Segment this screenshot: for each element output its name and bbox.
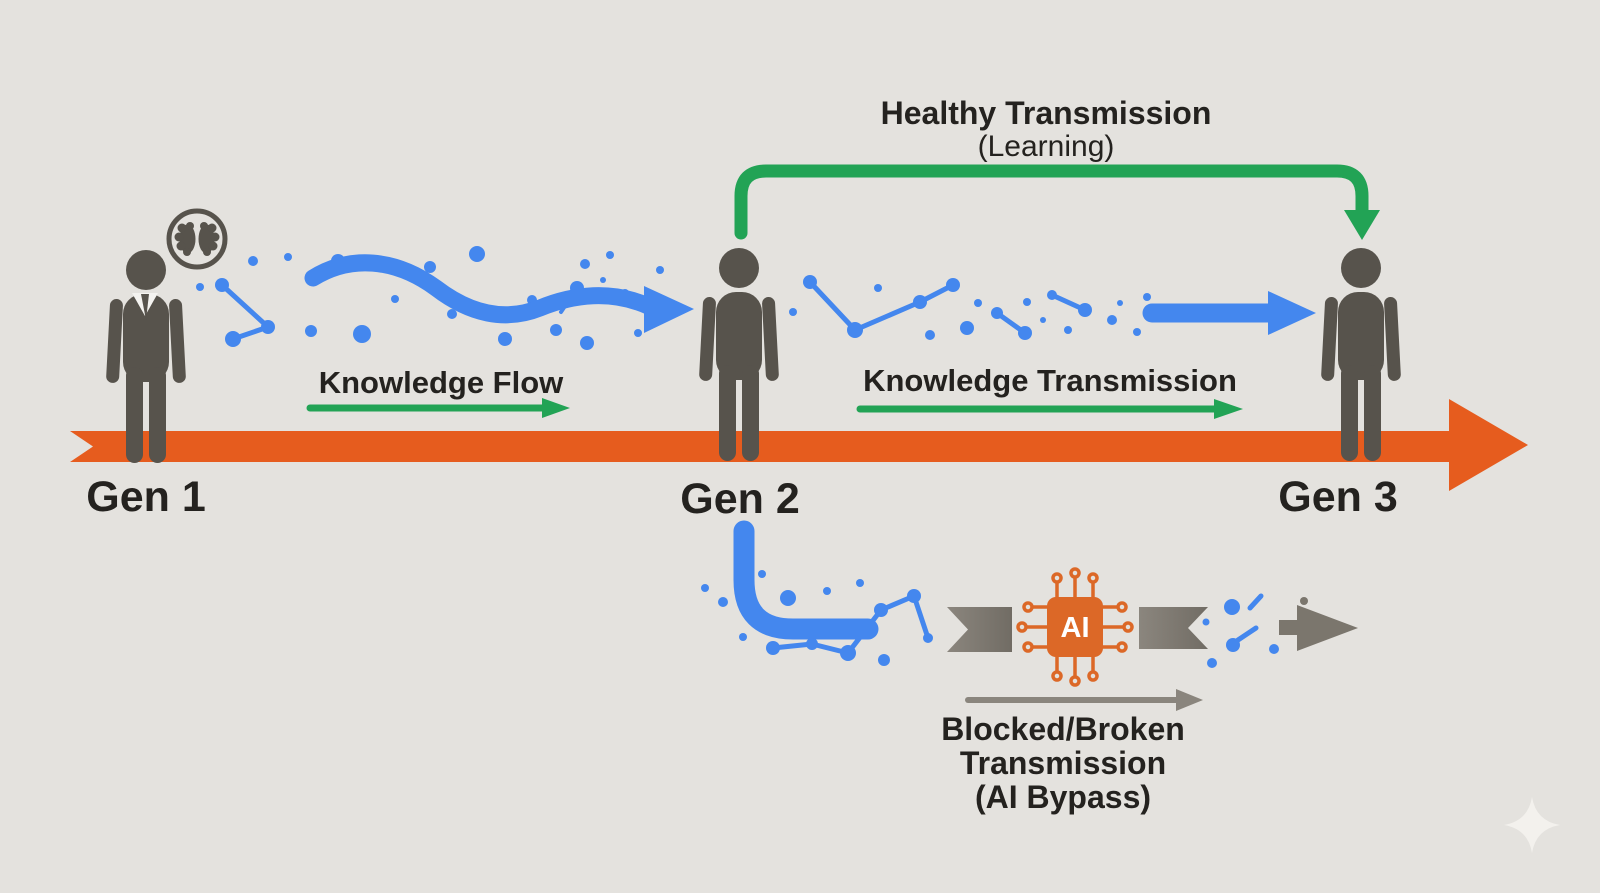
sparkle-icon xyxy=(1504,797,1560,853)
broken-ribbon-right xyxy=(1139,607,1208,649)
healthy-transmission-subtitle: (Learning) xyxy=(978,130,1115,163)
blocked-line1: Blocked/Broken xyxy=(941,711,1185,747)
healthy-transmission-title: Healthy Transmission xyxy=(881,95,1212,131)
knowledge-flow-arrow xyxy=(306,398,570,418)
bypass-pipe-arrow xyxy=(733,520,879,640)
knowledge-transmission-arrow xyxy=(856,399,1243,419)
brain-icon xyxy=(166,208,228,270)
suit-tie xyxy=(141,294,149,320)
blocked-line2: Transmission xyxy=(960,745,1166,781)
gen3-label: Gen 3 xyxy=(1278,473,1398,521)
knowledge-wave-arrowhead xyxy=(644,286,694,333)
knowledge-arrow-gen3 xyxy=(1142,291,1316,335)
blocked-line3: (AI Bypass) xyxy=(975,779,1151,815)
gen1-label: Gen 1 xyxy=(86,473,206,521)
broken-ribbon-left xyxy=(947,607,1012,652)
healthy-transmission-arrowhead xyxy=(1344,210,1380,240)
blocked-transmission-arrow xyxy=(965,689,1203,711)
knowledge-transmission-label: Knowledge Transmission xyxy=(863,363,1237,398)
healthy-transmission-arrow xyxy=(734,164,1380,240)
broken-arrow xyxy=(1279,605,1358,651)
knowledge-flow-label: Knowledge Flow xyxy=(319,365,564,400)
knowledge-particles-gen2-gen3 xyxy=(789,275,1151,340)
ai-chip-label: AI xyxy=(1061,612,1090,644)
ai-chip-icon: AI xyxy=(1016,567,1134,687)
knowledge-wave-arrow xyxy=(304,254,694,333)
bypass-particles xyxy=(701,570,933,666)
broken-fragments xyxy=(1202,593,1308,668)
timeline-arrow xyxy=(70,399,1528,491)
gen2-label: Gen 2 xyxy=(680,475,800,523)
